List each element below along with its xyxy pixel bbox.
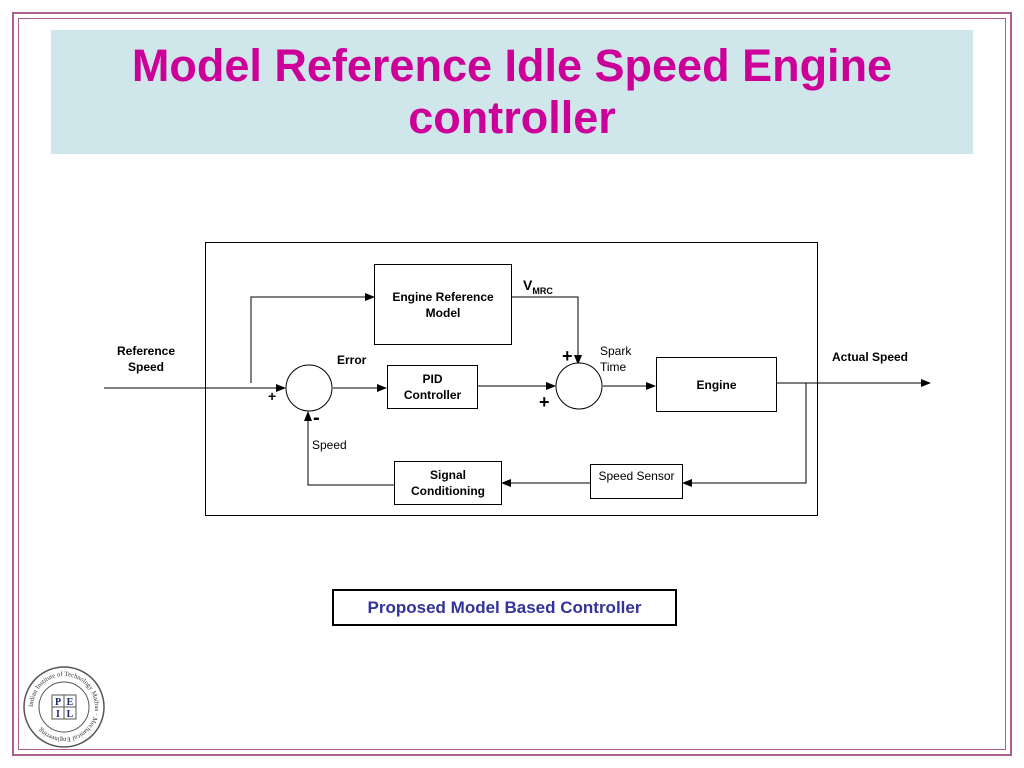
title-band: Model Reference Idle Speed Engine contro… xyxy=(51,30,973,154)
sum2-plus-bottom-sign: + xyxy=(539,392,550,412)
pid-controller-block: PID Controller xyxy=(387,365,478,409)
vmrc-subscript: MRC xyxy=(532,285,553,296)
signal-conditioning-block: Signal Conditioning xyxy=(394,461,502,505)
branch-to-reference-model xyxy=(250,293,375,383)
logo-letter-p: P xyxy=(55,697,61,708)
spark-time-label: Spark Time xyxy=(600,344,632,374)
diagram-border xyxy=(205,242,818,516)
logo-letter-i: I xyxy=(56,709,60,720)
feedback-to-sensor-line xyxy=(682,383,807,487)
caption-box: Proposed Model Based Controller xyxy=(332,589,677,626)
reference-speed-label: Reference Speed xyxy=(116,344,176,374)
speed-sensor-block: Speed Sensor xyxy=(590,464,683,499)
vmrc-line xyxy=(512,296,582,365)
vmrc-label: VMRC xyxy=(523,277,553,299)
engine-block: Engine xyxy=(656,357,777,412)
vmrc-main: V xyxy=(523,277,533,293)
sum1-minus-sign: - xyxy=(313,407,320,429)
summing-junction-2 xyxy=(555,362,603,410)
peil-logo: Indian Institute of Technology Madras · … xyxy=(23,666,105,748)
error-label: Error xyxy=(337,353,367,367)
slide-title: Model Reference Idle Speed Engine contro… xyxy=(131,40,893,143)
summing-junction-1 xyxy=(285,364,333,412)
engine-reference-model-block: Engine Reference Model xyxy=(374,264,512,345)
actual-speed-label: Actual Speed xyxy=(831,350,909,364)
speed-label: Speed xyxy=(312,438,347,452)
caption-text: Proposed Model Based Controller xyxy=(367,597,642,617)
logo-letter-e: E xyxy=(67,697,74,708)
sum2-plus-top-sign: + xyxy=(562,346,573,366)
logo-letter-l: L xyxy=(67,709,74,720)
sum1-plus-sign: + xyxy=(268,388,277,404)
feedback-to-sum-line xyxy=(304,411,394,486)
